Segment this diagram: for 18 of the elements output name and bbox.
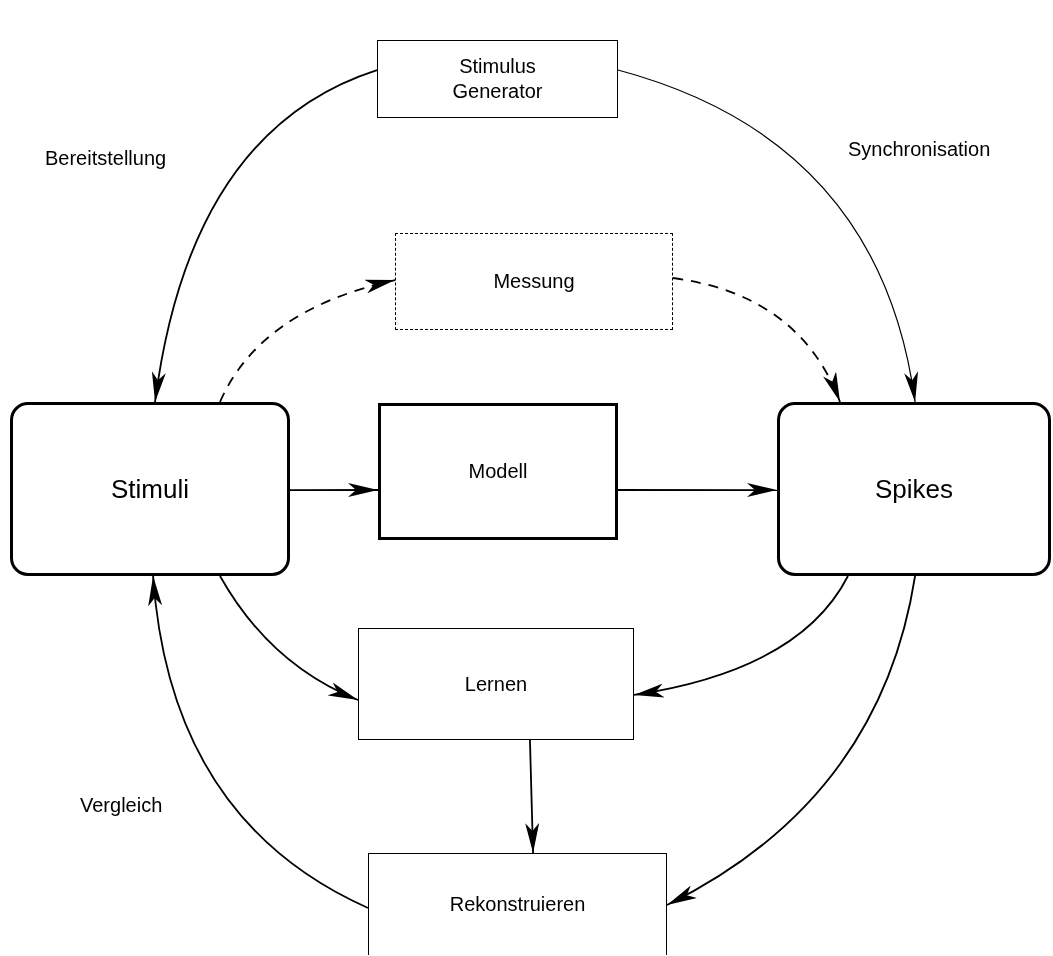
rounded-box: Stimuli [10,402,290,576]
arrow [149,575,369,909]
arrow [633,575,849,697]
arrow [617,69,917,403]
arrow [525,739,540,854]
process-box: Lernen [358,628,634,740]
arrow [219,575,359,701]
arrow [617,483,778,498]
process-box: Stimulus Generator [377,40,618,118]
rounded-box: Spikes [777,402,1051,576]
arrow [289,483,379,497]
dashed-process-box: Messung [395,233,673,330]
process-box: Modell [378,403,618,540]
arrow [152,69,378,403]
dashed-arrow [219,279,396,403]
process-box: Rekonstruieren [368,853,667,955]
arrow [666,575,916,906]
dashed-arrow [672,277,841,403]
